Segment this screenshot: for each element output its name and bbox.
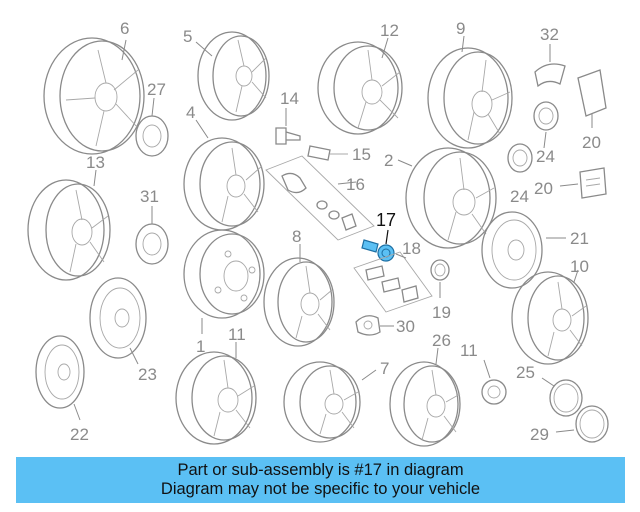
valve-15 — [307, 145, 348, 161]
callout-21: 21 — [570, 229, 589, 248]
callout-24: 24 — [510, 187, 529, 206]
callout-9: 9 — [456, 19, 465, 38]
callout-1: 1 — [196, 337, 205, 356]
sensor-30 — [355, 315, 381, 336]
wheel-9 — [427, 47, 513, 149]
wheel-13 — [27, 179, 111, 281]
hubcap-21 — [481, 211, 543, 289]
callout-33: 20 — [582, 133, 601, 152]
label-20 — [579, 167, 607, 199]
wheel-7 — [389, 361, 461, 447]
callout-6: 6 — [120, 19, 129, 38]
callout-14: 14 — [280, 89, 299, 108]
caption-line-1: Part or sub-assembly is #17 in diagram — [177, 461, 464, 479]
cap-19 — [430, 259, 450, 281]
callout-17: 17 — [376, 210, 396, 230]
wheel-2 — [405, 147, 497, 249]
callout-31: 31 — [140, 187, 159, 206]
callout-22: 22 — [70, 425, 89, 444]
center-cap-31 — [135, 223, 169, 265]
bolt-14 — [275, 127, 301, 145]
callout-28: 24 — [536, 147, 555, 166]
callout-18: 18 — [402, 239, 421, 258]
center-cap-27 — [135, 115, 169, 157]
callout-29: 29 — [530, 425, 549, 444]
emblem-33 — [577, 69, 607, 117]
ring-26 — [481, 379, 507, 405]
wheel-12 — [317, 41, 403, 135]
callout-2: 2 — [384, 151, 393, 170]
callout-10: 10 — [570, 257, 589, 276]
wheel-11 — [175, 351, 257, 445]
ring-29 — [575, 405, 609, 443]
nut-kit-18 — [353, 251, 433, 313]
callout-30: 30 — [396, 317, 415, 336]
lug-bolt-17 — [361, 239, 395, 262]
callout-25: 25 — [516, 363, 535, 382]
logo-28 — [533, 101, 559, 131]
wheel-6 — [43, 37, 145, 155]
callout-32: 32 — [540, 25, 559, 44]
callout-26: 11 — [460, 341, 478, 360]
callout-20: 20 — [534, 179, 553, 198]
callout-11: 11 — [228, 325, 246, 344]
callout-8: 8 — [292, 227, 301, 246]
wheel-3 — [283, 361, 361, 443]
steel-wheel-1 — [183, 229, 265, 319]
callout-19: 19 — [432, 303, 451, 322]
callout-12: 12 — [380, 21, 399, 40]
callout-23: 23 — [138, 365, 157, 384]
callout-4: 4 — [186, 103, 195, 122]
wheel-4 — [183, 137, 265, 231]
callout-16: 16 — [346, 175, 365, 194]
callout-13: 13 — [86, 153, 105, 172]
ring-25 — [549, 379, 583, 417]
logo-24 — [507, 143, 533, 173]
callout-27: 27 — [147, 80, 166, 99]
sensor-kit-16 — [265, 155, 375, 241]
callout-5: 5 — [183, 27, 192, 46]
wheel-8 — [263, 257, 335, 347]
callout-3: 7 — [380, 359, 389, 378]
parts-diagram: 6 5 12 9 32 20 27 — [27, 19, 609, 447]
callout-15: 15 — [352, 145, 371, 164]
caption-line-2: Diagram may not be specific to your vehi… — [160, 480, 481, 498]
hubcap-22 — [35, 335, 85, 409]
wheel-10 — [511, 271, 589, 365]
callout-7: 26 — [432, 331, 451, 350]
caption-bar: Part or sub-assembly is #17 in diagram D… — [16, 457, 625, 503]
badge-32 — [534, 63, 566, 88]
wheel-5 — [197, 31, 270, 121]
hubcap-23 — [89, 277, 147, 359]
